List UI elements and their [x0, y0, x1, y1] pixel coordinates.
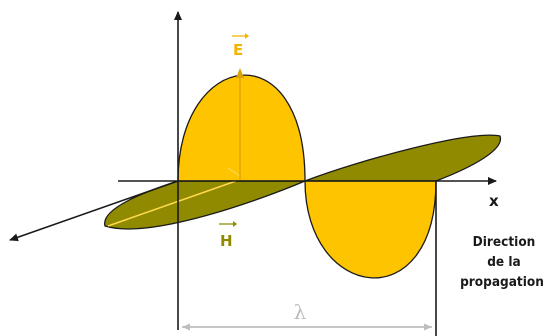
propagation-label-line1: Direction [473, 234, 536, 250]
propagation-label-line2: de la [487, 254, 521, 270]
depth-axis [9, 180, 179, 242]
magnetic-wave-front-lobe [304, 134, 501, 182]
magnetic-wave-back-lobe [104, 180, 306, 230]
electric-label-arrowhead [245, 33, 249, 39]
electric-wave-negative-lobe [304, 180, 437, 279]
electric-vector-arrowhead [236, 68, 244, 78]
electric-wave-positive-lobe [177, 74, 306, 182]
axis-x-label: x [489, 192, 499, 210]
magnetic-vector-line [107, 180, 237, 227]
wavelength-label: λ [294, 300, 307, 324]
propagation-label-line3: propagation [460, 274, 544, 290]
magnetic-label-arrowhead [233, 221, 237, 227]
electric-field-label: E [233, 41, 243, 59]
magnetic-field-label: H [220, 232, 233, 250]
magnetic-vector-tick [227, 167, 241, 177]
